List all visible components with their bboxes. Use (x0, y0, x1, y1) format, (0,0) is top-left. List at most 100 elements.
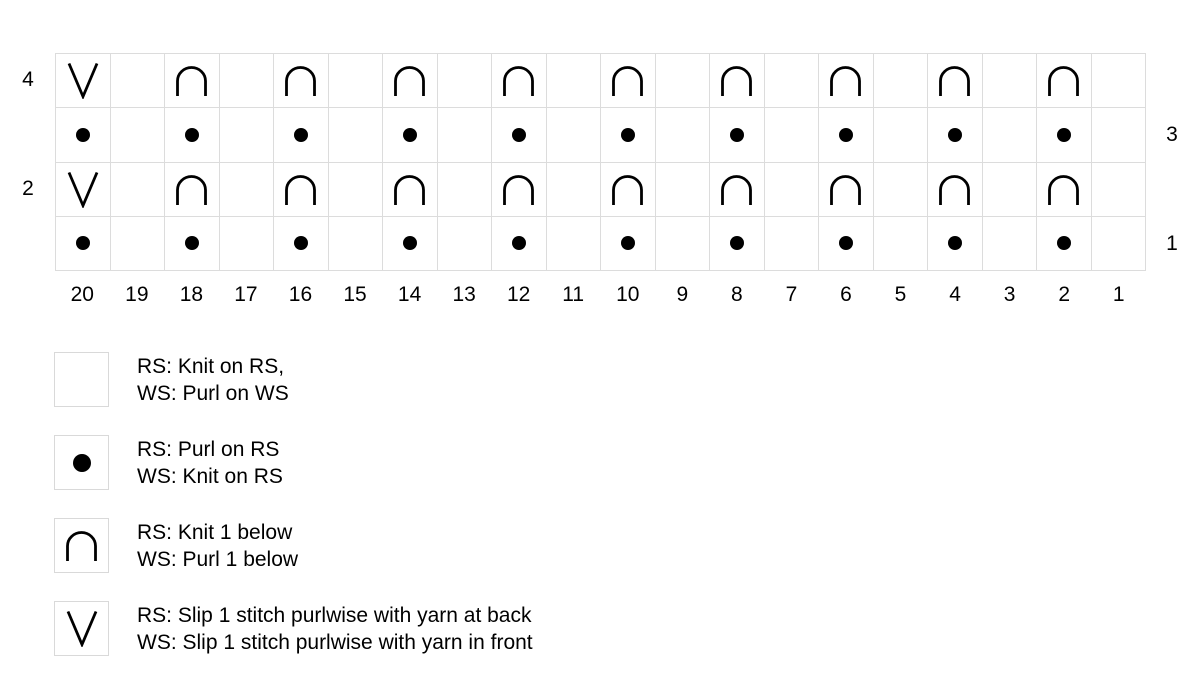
knit-below-icon (939, 66, 971, 97)
chart-cell (710, 108, 764, 162)
chart-cell (601, 54, 655, 108)
chart-cell (546, 162, 600, 216)
purl-dot-icon (1056, 127, 1071, 142)
chart-cell (383, 54, 437, 108)
chart-cell (546, 54, 600, 108)
chart-cell (1091, 216, 1145, 270)
legend-text: RS: Slip 1 stitch purlwise with yarn at … (137, 602, 533, 656)
chart-cell (437, 162, 491, 216)
chart-cell (110, 108, 164, 162)
knit-below-icon (176, 66, 208, 97)
chart-cell (1091, 162, 1145, 216)
purl-dot-icon (75, 236, 90, 251)
column-number-label: 8 (731, 283, 743, 306)
purl-dot-icon (293, 127, 308, 142)
knit-below-icon (394, 66, 426, 97)
row-number-label: 3 (1166, 122, 1178, 146)
knit-below-icon (176, 174, 208, 205)
chart-cell (928, 108, 982, 162)
knit-below-icon (721, 174, 753, 205)
chart-cell (710, 54, 764, 108)
chart-cell (982, 162, 1036, 216)
knit-below-icon (66, 531, 97, 561)
chart-cell (1037, 162, 1091, 216)
chart-cell (819, 162, 873, 216)
chart-cell (1091, 108, 1145, 162)
chart-cell (492, 216, 546, 270)
slip-stitch-icon (67, 171, 99, 208)
purl-dot-icon (511, 236, 526, 251)
chart-cell (165, 54, 219, 108)
chart-cell (383, 216, 437, 270)
knit-below-swatch (54, 518, 109, 573)
legend-item-knit: RS: Knit on RS, WS: Purl on WS (54, 352, 533, 407)
chart-cell (982, 216, 1036, 270)
chart-cell (601, 216, 655, 270)
purl-dot-icon (947, 236, 962, 251)
knit-below-icon (830, 174, 862, 205)
knit-below-icon (830, 66, 862, 97)
chart-cell (655, 54, 709, 108)
purl-dot-icon (1056, 236, 1071, 251)
column-number-label: 3 (1003, 283, 1016, 306)
chart-cell (710, 162, 764, 216)
legend-item-purl: RS: Purl on RS WS: Knit on RS (54, 435, 533, 490)
purl-dot-icon (75, 127, 90, 142)
chart-cell (492, 162, 546, 216)
knit-below-icon (285, 66, 317, 97)
chart-cell (764, 108, 818, 162)
chart-cell (982, 54, 1036, 108)
slip-stitch-icon (66, 610, 97, 647)
knit-below-icon (1048, 66, 1080, 97)
chart-cell (819, 54, 873, 108)
row-number-label (10, 108, 46, 163)
legend-line: RS: Knit on RS, (137, 354, 285, 378)
chart-cell (546, 108, 600, 162)
chart-cell (274, 216, 328, 270)
chart-cell (928, 54, 982, 108)
chart-cell (928, 216, 982, 270)
chart-cell (56, 54, 110, 108)
chart-cell (1091, 54, 1145, 108)
chart-cell (274, 108, 328, 162)
purl-dot-icon (729, 127, 744, 142)
purl-dot-icon (184, 236, 199, 251)
chart-cell (873, 216, 927, 270)
chart-cell (165, 162, 219, 216)
chart-cell (655, 216, 709, 270)
column-number-label: 15 (343, 283, 367, 306)
chart-cell (764, 162, 818, 216)
chart-cell (873, 108, 927, 162)
chart-cell (274, 54, 328, 108)
purl-dot-icon (402, 236, 417, 251)
legend-text: RS: Knit 1 below WS: Purl 1 below (137, 519, 298, 573)
column-number-label: 9 (676, 283, 689, 306)
chart-cell (437, 108, 491, 162)
column-number-label: 10 (616, 283, 640, 306)
column-number-label: 2 (1058, 283, 1070, 306)
chart-cell (601, 108, 655, 162)
knit-below-icon (503, 174, 535, 205)
chart-cell (655, 162, 709, 216)
chart-cell (56, 108, 110, 162)
chart-cell (492, 54, 546, 108)
legend-line: RS: Slip 1 stitch purlwise with yarn at … (137, 603, 532, 627)
chart-cell (219, 216, 273, 270)
chart-cell (873, 54, 927, 108)
row-number-label: 2 (22, 177, 34, 201)
column-number-label: 14 (397, 283, 422, 306)
legend-text: RS: Knit on RS, WS: Purl on WS (137, 353, 289, 407)
legend-item-knit-below: RS: Knit 1 below WS: Purl 1 below (54, 518, 533, 573)
purl-dot-icon (620, 127, 635, 142)
knit-below-icon (721, 66, 753, 97)
column-number-label: 11 (562, 283, 585, 306)
legend-text: RS: Purl on RS WS: Knit on RS (137, 436, 283, 490)
knit-below-icon (939, 174, 971, 205)
legend-line: WS: Slip 1 stitch purlwise with yarn in … (137, 630, 533, 654)
chart-cell (165, 108, 219, 162)
row-number-label (10, 217, 46, 272)
purl-dot-icon (72, 453, 91, 472)
chart-cell (1037, 108, 1091, 162)
